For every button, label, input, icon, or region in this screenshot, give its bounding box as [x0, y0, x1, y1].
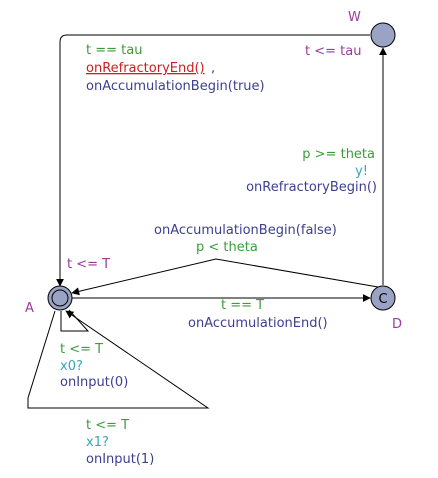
update-on-refractory-end: onRefractoryEnd() [86, 61, 205, 76]
guard-a-self-large: t <= T [86, 418, 129, 433]
guard-c-to-a: p < theta [196, 240, 258, 255]
location-W[interactable] [370, 22, 396, 48]
sync-a-self-small: x0? [60, 359, 83, 374]
guard-c-to-w: p >= theta [302, 147, 375, 162]
update-c-to-a: onAccumulationBegin(false) [154, 223, 337, 238]
guard-w-to-a: t == tau [86, 43, 142, 58]
update-a-to-c: onAccumulationEnd() [188, 316, 328, 331]
committed-marker: C [378, 292, 387, 307]
location-name-A: A [25, 301, 34, 316]
sync-c-to-w: y! [355, 164, 368, 179]
invariant-A: t <= T [67, 257, 110, 272]
update-c-to-w: onRefractoryBegin() [246, 180, 377, 195]
update-comma: , [211, 61, 215, 76]
location-A[interactable] [47, 285, 73, 311]
location-name-D: D [392, 317, 402, 332]
update-w-to-a: onAccumulationBegin(true) [86, 79, 265, 94]
invariant-W: t <= tau [305, 44, 361, 59]
update-a-self-small: onInput(0) [60, 375, 128, 390]
edge-a-self-small [60, 309, 90, 332]
location-name-W: W [348, 10, 361, 25]
guard-a-self-small: t <= T [60, 342, 103, 357]
edge-a-self-large [27, 310, 210, 409]
edge-c-to-a-upper [71, 258, 379, 296]
location-C[interactable]: C [370, 285, 396, 311]
edge-w-to-a [56, 34, 370, 287]
sync-a-self-large: x1? [86, 435, 109, 450]
guard-a-to-c: t == T [221, 298, 264, 313]
update-a-self-large: onInput(1) [86, 452, 154, 467]
